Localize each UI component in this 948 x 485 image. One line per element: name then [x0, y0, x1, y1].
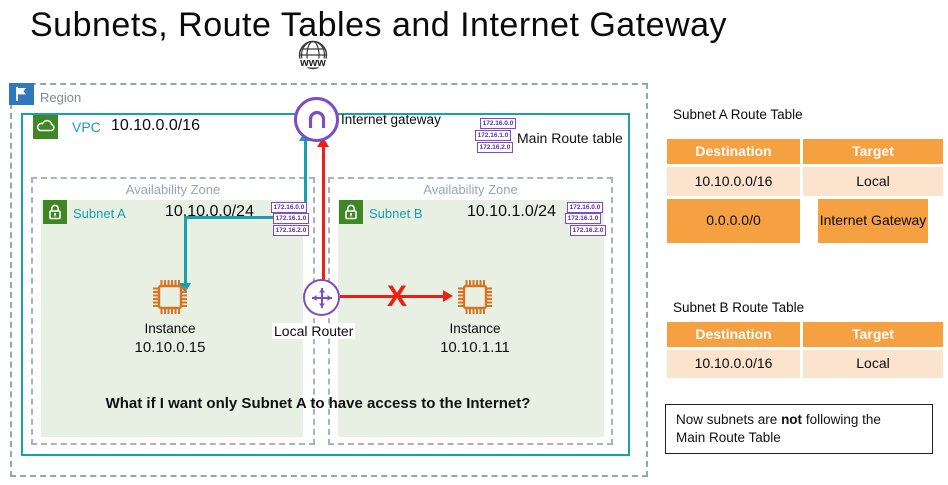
note-text-suffix: following the Main Route Table — [676, 412, 881, 446]
region-label: Region — [40, 90, 82, 105]
column-header: Destination — [667, 322, 800, 347]
subnet-a-area — [41, 200, 303, 437]
red-path-horizontal — [340, 295, 445, 298]
availability-zone-a-label: Availability Zone — [125, 182, 221, 197]
table-cell: Local — [803, 350, 943, 378]
www-globe-icon: www — [298, 40, 328, 71]
main-route-chip-1: 172.16.0.0 — [480, 118, 516, 129]
subnet-b-cidr: 10.10.1.0/24 — [467, 203, 556, 220]
subnet-b-route-chip-1: 172.16.0.0 — [567, 202, 603, 213]
vpc-cloud-icon — [33, 115, 58, 139]
main-route-chip-2: 172.16.1.0 — [475, 130, 511, 141]
subnet-a-route-table: Destination Target 10.10.0.0/16 Local 0.… — [667, 139, 943, 243]
table-cell: 10.10.0.0/16 — [667, 350, 800, 378]
instance-a-ip: 10.10.0.15 — [134, 339, 206, 356]
region-flag-icon — [9, 83, 34, 105]
main-route-chip-3: 172.16.2.0 — [477, 142, 513, 153]
table-cell: 0.0.0.0/0 — [667, 199, 800, 243]
table-cell: 10.10.0.0/16 — [667, 167, 800, 196]
page-title: Subnets, Route Tables and Internet Gatew… — [30, 6, 728, 44]
vpc-label: VPC — [72, 119, 101, 135]
teal-path-horizontal — [184, 216, 306, 219]
column-header: Destination — [667, 139, 800, 164]
note-text-prefix: Now subnets are — [676, 412, 782, 427]
subnet-a-route-table-title: Subnet A Route Table — [673, 107, 803, 122]
local-router-label: Local Router — [272, 323, 356, 339]
vpc-cidr: 10.10.0.0/16 — [111, 117, 200, 134]
internet-gateway-icon — [294, 97, 339, 142]
column-header: Target — [803, 139, 943, 164]
note-box: Now subnets are not following the Main R… — [665, 404, 933, 455]
instance-b-label: Instance — [449, 321, 501, 336]
red-arrowhead-right — [443, 290, 453, 302]
column-header: Target — [803, 322, 943, 347]
main-route-table-label: Main Route table — [517, 130, 623, 146]
instance-b-chip-icon — [458, 280, 492, 314]
subnet-a-route-chip-1: 172.16.0.0 — [271, 202, 307, 213]
table-cell: Internet Gateway — [818, 199, 928, 243]
subnet-b-route-table-title: Subnet B Route Table — [673, 300, 805, 315]
subnet-b-area — [338, 200, 604, 437]
subnet-b-name: Subnet B — [369, 206, 423, 221]
instance-a-label: Instance — [144, 321, 196, 336]
region-box — [10, 83, 648, 477]
subnet-b-route-chip-3: 172.16.2.0 — [570, 225, 606, 236]
teal-path-vertical-igw — [304, 140, 307, 218]
internet-gateway-label: Internet gateway — [341, 112, 441, 127]
subnet-b-route-table: Destination Target 10.10.0.0/16 Local — [667, 322, 943, 378]
subnet-a-route-chip-3: 172.16.2.0 — [273, 225, 309, 236]
subnet-a-cidr: 10.10.0.0/24 — [165, 203, 254, 220]
red-arrowhead-up — [317, 137, 329, 147]
instance-a-chip-icon — [153, 280, 187, 314]
blocked-x-mark: X — [387, 280, 408, 313]
teal-path-vertical-instance — [184, 216, 187, 284]
availability-zone-b-label: Availability Zone — [423, 182, 518, 197]
question-text: What if I want only Subnet A to have acc… — [105, 395, 531, 412]
subnet-a-route-chip-2: 172.16.1.0 — [273, 213, 309, 224]
subnet-b-route-chip-2: 172.16.1.0 — [565, 213, 601, 224]
www-label: www — [299, 57, 326, 69]
local-router-icon — [303, 279, 340, 316]
subnet-a-name: Subnet A — [73, 206, 126, 221]
table-cell: Local — [803, 167, 943, 196]
red-path-vertical — [322, 146, 325, 280]
note-text-bold: not — [781, 412, 803, 427]
subnet-a-lock-icon — [43, 200, 67, 224]
instance-b-ip: 10.10.1.11 — [440, 339, 510, 356]
subnet-b-lock-icon — [339, 200, 363, 224]
